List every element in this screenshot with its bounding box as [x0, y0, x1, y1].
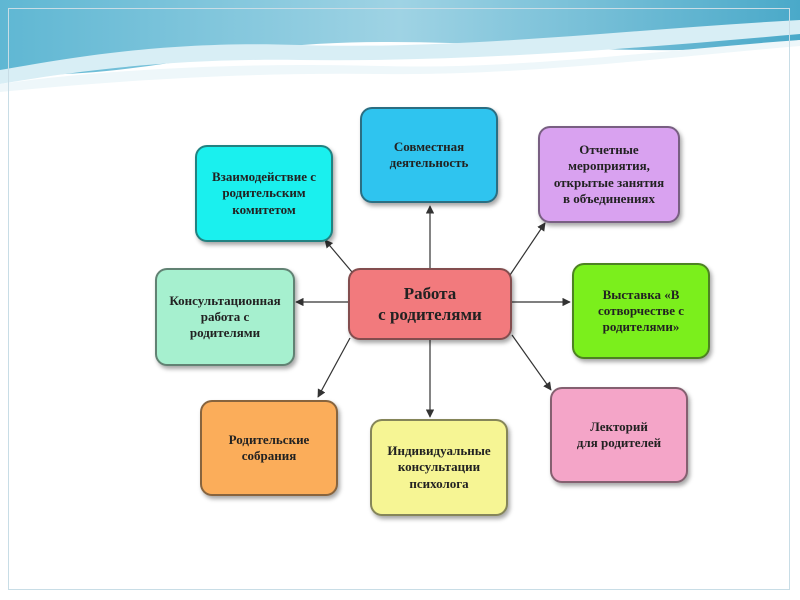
node-individual-consult: Индивидуальные консультации психолога: [370, 419, 508, 516]
node-parent-meetings: Родительские собрания: [200, 400, 338, 496]
node-joint-activity: Совместная деятельность: [360, 107, 498, 203]
arrow-to-report-events: [509, 222, 546, 276]
node-report-events: Отчетные мероприятия, открытые занятия в…: [538, 126, 680, 223]
arrow-to-committee: [324, 239, 353, 273]
node-exhibition: Выставка «В сотворчестве с родителями»: [572, 263, 710, 359]
node-lecture-hall: Лекторий для родителей: [550, 387, 688, 483]
header-wave-decoration: [0, 0, 800, 92]
arrow-to-lecture-hall: [511, 334, 552, 391]
slide-frame: [8, 8, 790, 590]
arrow-to-parent-meetings: [317, 337, 351, 398]
node-center: Работа с родителями: [348, 268, 512, 340]
node-consulting-work: Консультационная работа с родителями: [155, 268, 295, 366]
node-committee: Взаимодействие с родительским комитетом: [195, 145, 333, 242]
